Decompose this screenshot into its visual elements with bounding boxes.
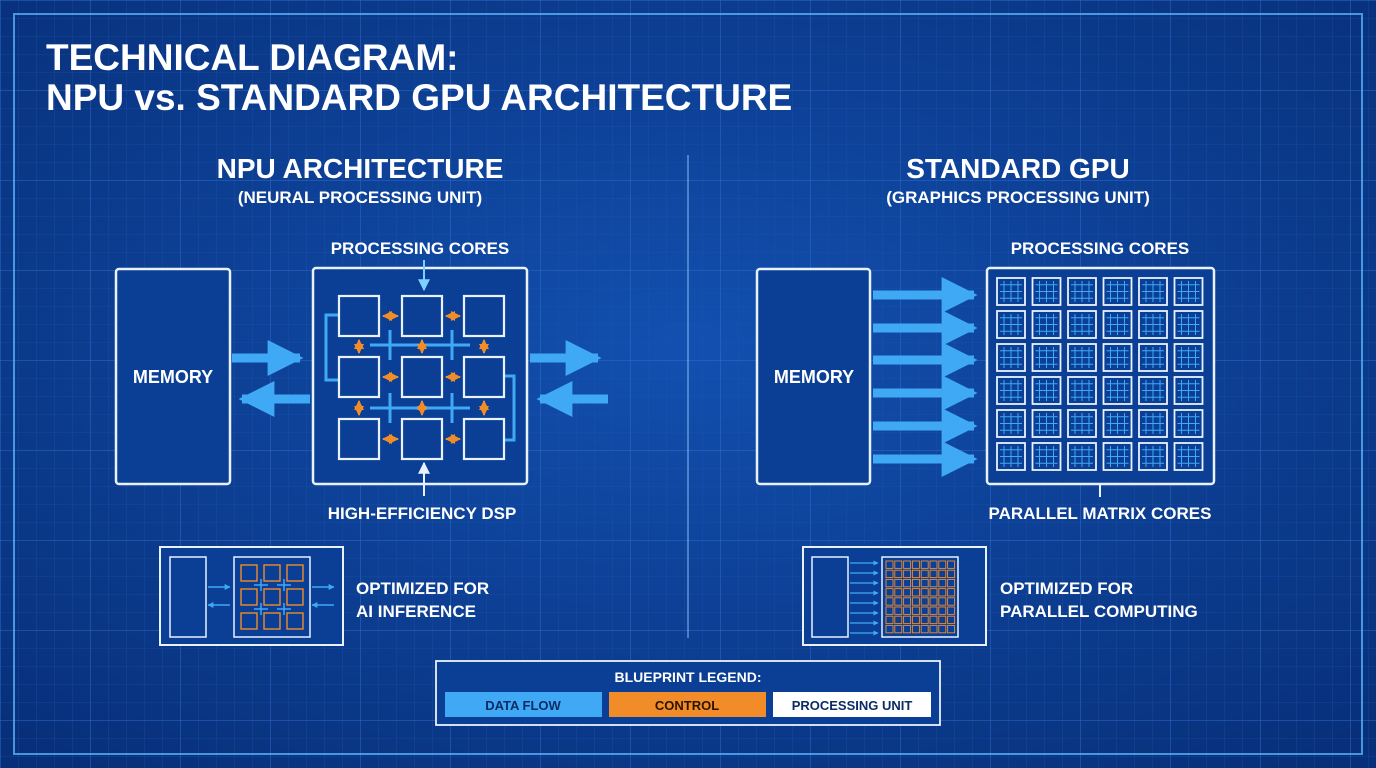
gpu-matrix-core (1173, 277, 1204, 306)
npu-core-grid (337, 294, 506, 461)
gpu-matrix-core (996, 442, 1026, 471)
npu-section: NPU ARCHITECTURE (NEURAL PROCESSING UNIT… (114, 153, 608, 646)
gpu-matrix-core (996, 343, 1026, 372)
gpu-matrix-core (1102, 277, 1133, 306)
npu-core (462, 294, 506, 338)
legend-label-processing-unit: PROCESSING UNIT (792, 698, 913, 713)
gpu-matrix-core (996, 376, 1026, 405)
npu-optimized-line-1: OPTIMIZED FOR (356, 579, 489, 598)
npu-core (337, 417, 381, 461)
gpu-matrix-core (1173, 376, 1204, 405)
gpu-section: STANDARD GPU (GRAPHICS PROCESSING UNIT) … (755, 153, 1216, 646)
gpu-matrix-core (1031, 442, 1062, 471)
gpu-matrix-core (1138, 343, 1168, 372)
npu-mini-arrows (207, 584, 335, 608)
outer-frame (13, 13, 1363, 755)
gpu-matrix-core (996, 409, 1026, 438)
gpu-matrix-core (1067, 442, 1097, 471)
gpu-matrix-core (1102, 310, 1133, 339)
npu-mini-crosses (254, 579, 291, 615)
npu-core (337, 294, 381, 338)
gpu-matrix-core (1067, 310, 1097, 339)
gpu-mini-core-grid (885, 560, 956, 634)
npu-cores-label: PROCESSING CORES (331, 239, 510, 258)
gpu-matrix-core (1067, 376, 1097, 405)
gpu-matrix-core (1031, 343, 1062, 372)
npu-control-arrows (354, 311, 489, 444)
gpu-matrix-core (1173, 310, 1204, 339)
gpu-matrix-label: PARALLEL MATRIX CORES (989, 504, 1212, 523)
legend-swatch-processing-unit (773, 692, 931, 717)
npu-dsp-label: HIGH-EFFICIENCY DSP (328, 504, 517, 523)
gpu-matrix-core (1173, 442, 1204, 471)
gpu-matrix-core (1031, 409, 1062, 438)
gpu-matrix-core (1138, 310, 1168, 339)
legend-label-data-flow: DATA FLOW (485, 698, 561, 713)
legend-swatch-control (609, 692, 766, 717)
gpu-matrix-core (1102, 409, 1133, 438)
npu-core (400, 417, 444, 461)
npu-optimized-line-2: AI INFERENCE (356, 602, 476, 621)
gpu-matrix-core (1102, 376, 1133, 405)
npu-heading: NPU ARCHITECTURE (217, 153, 504, 184)
title-line-1: TECHNICAL DIAGRAM: (46, 37, 458, 78)
npu-mini-memory (169, 556, 207, 638)
npu-memory-block (114, 267, 232, 486)
gpu-matrix-core (1067, 343, 1097, 372)
gpu-matrix-core (1067, 409, 1097, 438)
gpu-cores-label: PROCESSING CORES (1011, 239, 1190, 258)
legend-label-control: CONTROL (655, 698, 719, 713)
gpu-matrix-core (996, 310, 1026, 339)
gpu-memory-label: MEMORY (774, 367, 854, 387)
gpu-matrix-core (1138, 376, 1168, 405)
gpu-subheading: (GRAPHICS PROCESSING UNIT) (886, 188, 1150, 207)
gpu-mini-arrows (850, 560, 879, 636)
gpu-core-grid (996, 277, 1204, 471)
legend-title: BLUEPRINT LEGEND: (615, 669, 762, 685)
npu-mini-core-grid (240, 564, 304, 630)
gpu-matrix-core (1138, 442, 1168, 471)
gpu-matrix-core (1173, 409, 1204, 438)
npu-core (400, 294, 444, 338)
npu-core (462, 417, 506, 461)
gpu-memory-block (755, 267, 872, 486)
gpu-matrix-core (1138, 277, 1168, 306)
gpu-heading: STANDARD GPU (906, 153, 1129, 184)
gpu-matrix-core (1102, 442, 1133, 471)
npu-mini-inset (159, 546, 344, 646)
gpu-matrix-core (1138, 409, 1168, 438)
legend-swatch-data-flow (445, 692, 602, 717)
title-line-2: NPU vs. STANDARD GPU ARCHITECTURE (46, 77, 792, 118)
npu-memory-label: MEMORY (133, 367, 213, 387)
legend: BLUEPRINT LEGEND: DATA FLOW CONTROL PROC… (435, 660, 941, 726)
gpu-matrix-core (1102, 343, 1133, 372)
gpu-mini-memory (811, 556, 849, 638)
npu-subheading: (NEURAL PROCESSING UNIT) (238, 188, 482, 207)
gpu-optimized-line-2: PARALLEL COMPUTING (1000, 602, 1198, 621)
npu-core (337, 355, 381, 399)
gpu-data-flow-arrows (873, 277, 978, 477)
npu-mini-cores (233, 556, 311, 638)
gpu-optimized-line-1: OPTIMIZED FOR (1000, 579, 1133, 598)
gpu-matrix-core (1173, 343, 1204, 372)
npu-core (462, 355, 506, 399)
gpu-matrix-core (1031, 310, 1062, 339)
gpu-mini-cores (881, 556, 959, 638)
gpu-matrix-core (1031, 277, 1062, 306)
gpu-matrix-core (996, 277, 1026, 306)
gpu-matrix-core (1067, 277, 1097, 306)
npu-core (400, 355, 444, 399)
gpu-matrix-core (1031, 376, 1062, 405)
